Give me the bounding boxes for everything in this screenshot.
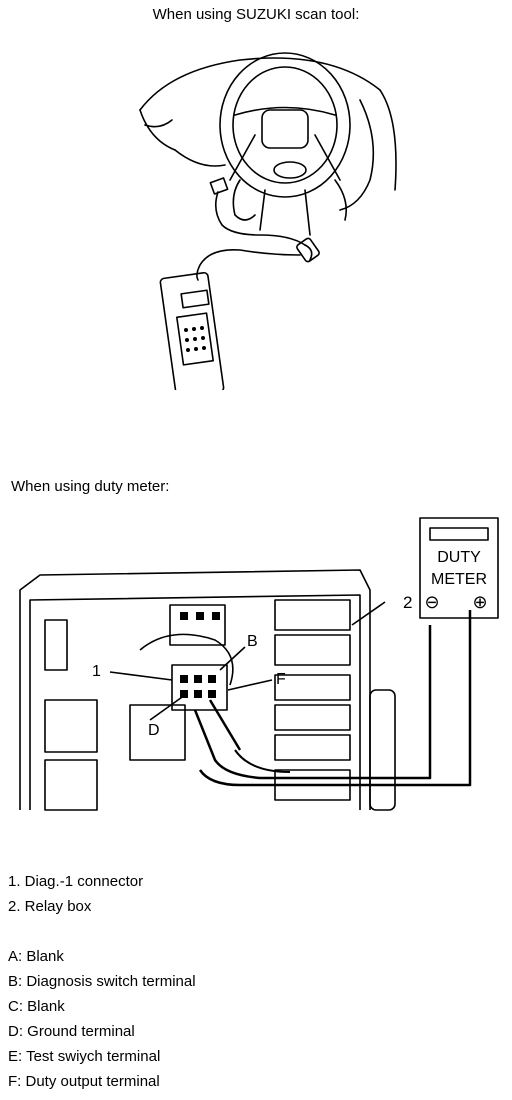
diag-connector: [209, 177, 229, 195]
steering-column: [259, 189, 311, 236]
steering-hub: [261, 109, 309, 149]
steering-wheel-inner: [232, 66, 338, 184]
duty-meter-illustration: DUTY METER ⊖ ⊕ 2 1 B F D: [19, 517, 499, 811]
diag-1-connector: [171, 664, 228, 711]
legend-item: D: Ground terminal: [8, 1023, 135, 1040]
dashboard-vent: [139, 109, 176, 151]
scan-tool-keys: [184, 326, 206, 352]
steering-spokes: [229, 134, 341, 181]
scan-tool-body: [159, 271, 225, 390]
relay-center: [129, 704, 186, 761]
legend-item: C: Blank: [8, 998, 65, 1015]
legend-item: E: Test swiych terminal: [8, 1048, 161, 1065]
duty-meter-body: [419, 517, 499, 619]
relay-box-pins: [180, 612, 220, 698]
legend-item: B: Diagnosis switch terminal: [8, 973, 196, 990]
relay-left-1: [44, 699, 98, 753]
steering-wheel-outer: [219, 52, 351, 198]
numbered-legend: 1. Diag.-1 connector 2. Relay box: [8, 869, 143, 919]
callout-b: B: [247, 633, 258, 650]
legend-item: 2. Relay box: [8, 898, 92, 915]
duty-meter-caption: When using duty meter:: [11, 478, 170, 495]
duty-meter-plus-terminal: ⊕: [472, 592, 487, 612]
scan-tool-screen: [180, 289, 210, 309]
connector-upper: [169, 604, 226, 646]
scan-cable: [196, 248, 301, 281]
callout-d: D: [148, 722, 160, 739]
callout-2: 2: [403, 593, 412, 612]
lead-positive: [198, 610, 472, 787]
relay-box-outline: [19, 569, 371, 810]
callout-1: 1: [92, 663, 101, 680]
relay-left-2: [44, 759, 98, 811]
dashboard-outline: [139, 57, 397, 191]
scan-tool-illustration: [139, 52, 397, 390]
callout-f: F: [276, 671, 286, 688]
duty-meter-minus-terminal: ⊖: [424, 592, 439, 612]
letter-legend: A: Blank B: Diagnosis switch terminal C:…: [8, 944, 196, 1094]
legend-item: 1. Diag.-1 connector: [8, 873, 144, 890]
legend-item: A: Blank: [8, 948, 64, 965]
lead-negative: [193, 625, 432, 780]
legend-item: F: Duty output terminal: [8, 1073, 160, 1090]
duty-meter-display: [429, 527, 489, 541]
scan-tool-caption: When using SUZUKI scan tool:: [152, 6, 360, 23]
scan-tool-keypad: [176, 312, 214, 366]
duty-meter-label-2: METER: [431, 571, 487, 588]
duty-meter-label-1: DUTY: [437, 549, 481, 566]
